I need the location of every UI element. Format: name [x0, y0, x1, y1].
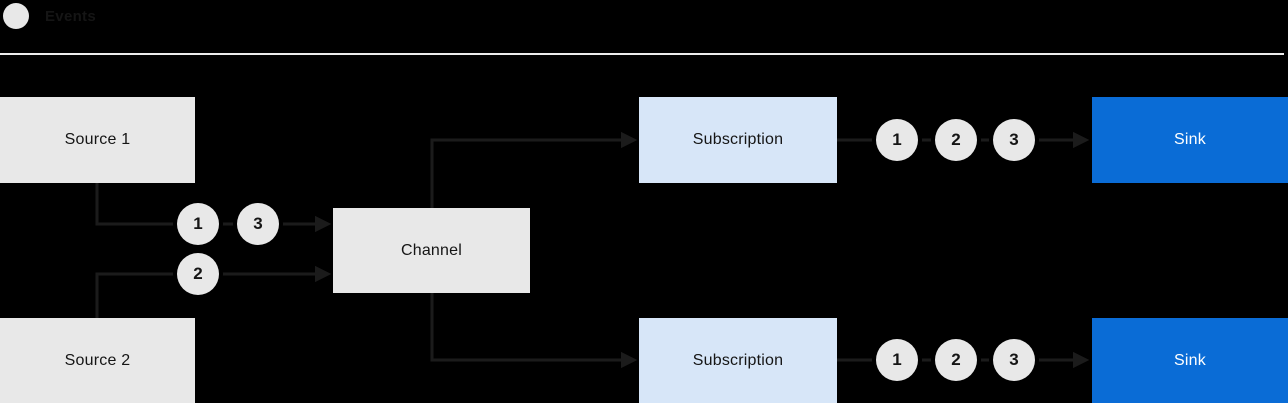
event-badge: 2 [935, 339, 977, 381]
event-badge: 1 [876, 119, 918, 161]
edge-channel-to-subscription-top [430, 131, 638, 208]
node-sink-bottom-label: Sink [1174, 351, 1206, 369]
event-badge: 1 [876, 339, 918, 381]
legend-label: Events [45, 8, 96, 25]
node-source-2-label: Source 2 [64, 351, 131, 369]
node-channel: Channel [333, 208, 530, 293]
node-sink-bottom: Sink [1092, 318, 1288, 403]
header-divider [0, 53, 1284, 55]
event-badge: 2 [935, 119, 977, 161]
node-channel-label: Channel [400, 241, 462, 259]
event-badge: 3 [993, 339, 1035, 381]
node-sink-top: Sink [1092, 97, 1288, 183]
edge-source2-to-channel [95, 265, 332, 318]
node-source-1: Source 1 [0, 97, 195, 183]
event-badge: 3 [993, 119, 1035, 161]
edge-channel-to-subscription-bottom [430, 293, 638, 369]
node-source-2: Source 2 [0, 318, 195, 403]
node-subscription-top: Subscription [639, 97, 837, 183]
node-subscription-bottom: Subscription [639, 318, 837, 403]
event-badge: 2 [177, 253, 219, 295]
node-source-1-label: Source 1 [64, 131, 131, 148]
node-subscription-top-label: Subscription [692, 131, 784, 148]
node-subscription-bottom-label: Subscription [692, 351, 784, 369]
node-sink-top-label: Sink [1174, 131, 1206, 148]
event-circle-icon [3, 3, 29, 29]
event-badge: 1 [177, 203, 219, 245]
event-badge: 3 [237, 203, 279, 245]
